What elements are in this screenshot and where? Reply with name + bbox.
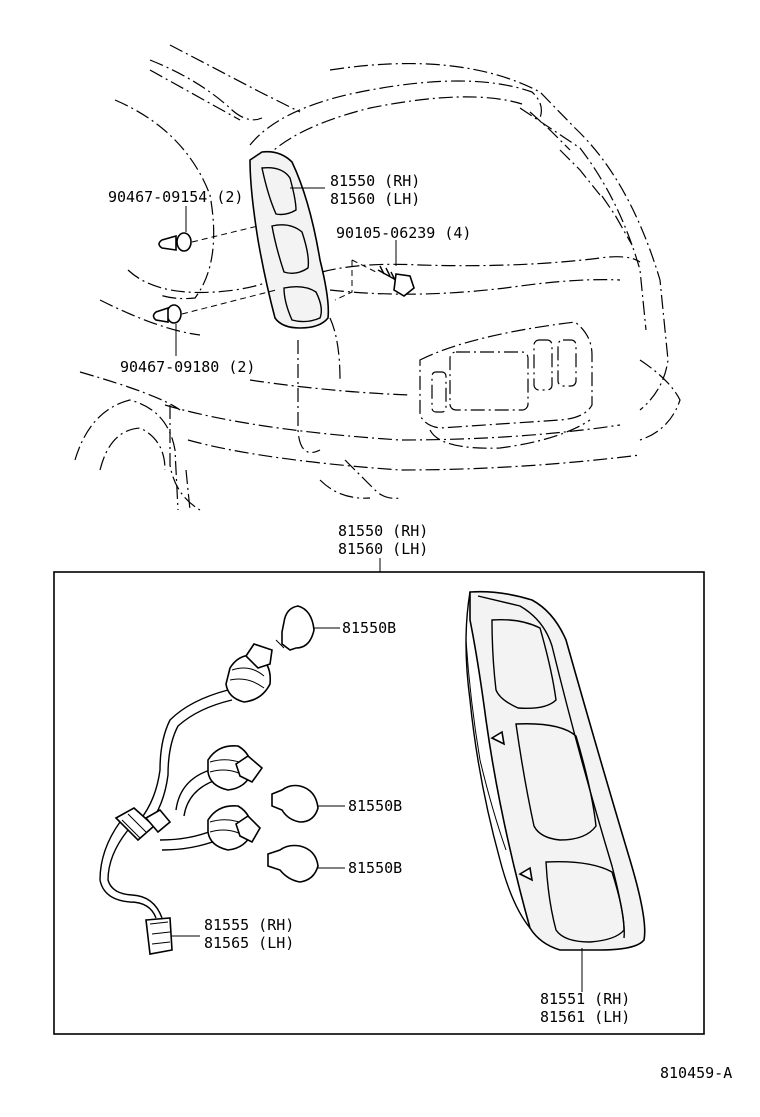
- label-lamp-assy-rh-upper: 81550 (RH): [330, 172, 420, 190]
- clip-lower-icon: [152, 289, 277, 324]
- label-lamp-assy-lh-upper: 81560 (LH): [330, 190, 420, 208]
- screw-icon: [377, 265, 415, 297]
- lamp-on-vehicle: [249, 150, 330, 329]
- socket-wire-harness-icon: [99, 643, 273, 955]
- bulb-top-icon: [275, 605, 340, 651]
- label-clip-upper: 90467-09154 (2): [108, 188, 243, 206]
- label-lens-body-lh: 81561 (LH): [540, 1008, 630, 1026]
- label-lens-body-rh: 81551 (RH): [540, 990, 630, 1008]
- bulb-mid-icon: [271, 784, 345, 823]
- exploded-view-frame: [53, 571, 705, 1035]
- label-screw: 90105-06239 (4): [336, 224, 471, 242]
- label-lamp-assy-lh-box: 81560 (LH): [338, 540, 428, 558]
- label-clip-lower: 90467-09180 (2): [120, 358, 255, 376]
- label-bulb-top: 81550B: [342, 619, 396, 637]
- label-bulb-low: 81550B: [348, 859, 402, 877]
- label-lamp-assy-rh-box: 81550 (RH): [338, 522, 428, 540]
- bulb-low-icon: [267, 844, 345, 883]
- upper-leaders: [175, 187, 397, 356]
- label-socket-wire-lh: 81565 (LH): [204, 934, 294, 952]
- label-socket-wire-rh: 81555 (RH): [204, 916, 294, 934]
- label-bulb-mid: 81550B: [348, 797, 402, 815]
- figure-id: 810459-A: [660, 1064, 732, 1082]
- lens-housing-icon: [465, 590, 646, 992]
- clip-upper-icon: [158, 225, 259, 252]
- vehicle-rear-view: [74, 44, 681, 511]
